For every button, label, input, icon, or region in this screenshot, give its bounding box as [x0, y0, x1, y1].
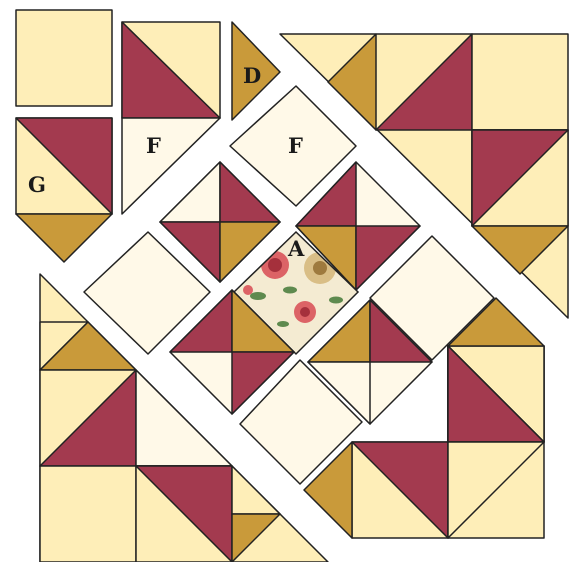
- label-d: D: [243, 63, 261, 88]
- label-f-center: F: [288, 133, 303, 158]
- label-f-left: F: [146, 133, 161, 158]
- label-g: G: [28, 172, 46, 197]
- label-a: A: [287, 236, 305, 261]
- corner-square: [16, 10, 112, 106]
